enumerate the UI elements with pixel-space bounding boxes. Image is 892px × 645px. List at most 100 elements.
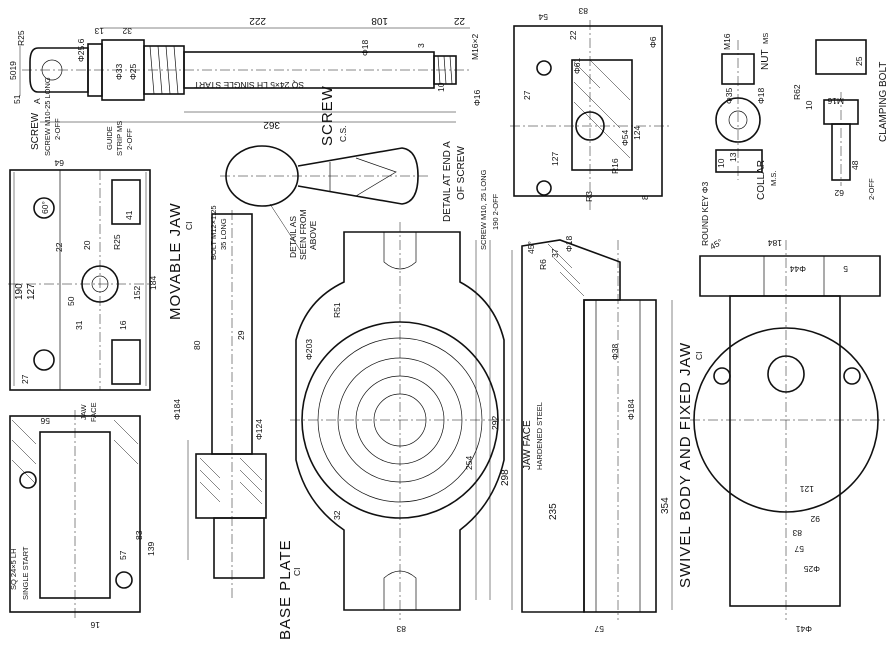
dim-25-swivel: Φ25 xyxy=(803,564,820,574)
label-jaw-face-left: JAW xyxy=(79,404,88,420)
dim-10: 10 xyxy=(436,82,446,92)
dim-r25-top: R25 xyxy=(16,30,26,46)
label-clamping-qty: 2-OFF xyxy=(867,178,876,200)
dim-32-base: 32 xyxy=(332,510,342,520)
label-jaw-face-left2: FACE xyxy=(89,402,98,422)
label-swivel-mat: CI xyxy=(694,352,704,361)
label-nut: NUT xyxy=(760,49,771,70)
dim-r62: R62 xyxy=(792,84,802,100)
fixed-jaw-top-view xyxy=(510,20,670,210)
dim-139: 139 xyxy=(146,542,156,556)
dim-10-bolt: 10 xyxy=(804,100,814,110)
dim-184-side: Φ184 xyxy=(626,399,636,420)
movable-jaw-section xyxy=(187,210,267,600)
dim-57-swivel: 57 xyxy=(794,544,804,554)
dim-m16-nut: M16 xyxy=(722,33,732,50)
label-detail-seen2: SEEN FROM xyxy=(298,209,308,260)
dim-48: 48 xyxy=(850,160,860,170)
label-jaw-face-mat: HARDENED STEEL xyxy=(535,402,544,470)
label-guide: GUIDE xyxy=(105,126,114,150)
main-screw-view xyxy=(19,27,470,123)
dim-124-top: 124 xyxy=(632,126,642,140)
dim-184-mj: 184 xyxy=(148,276,158,290)
dim-57-side: 57 xyxy=(594,624,604,634)
dim-27: 27 xyxy=(20,374,30,384)
dim-121: 121 xyxy=(800,484,814,494)
dim-25-nut: 25 xyxy=(854,56,864,66)
dim-108: 108 xyxy=(371,15,388,26)
label-collar-mat: M.S. xyxy=(769,171,778,186)
dim-203: Φ203 xyxy=(304,339,314,360)
dim-61: Φ61 xyxy=(572,57,582,74)
dim-44: Φ44 xyxy=(789,264,806,274)
label-screw-m10-left-qty: 2-OFF xyxy=(53,118,62,140)
dim-m16x2: M16×2 xyxy=(470,34,480,60)
dim-25-6: Φ25.6 xyxy=(76,38,86,62)
dim-35: Φ35 xyxy=(724,87,734,104)
label-detail-end2: OF SCREW xyxy=(456,146,467,200)
dim-5: 5 xyxy=(843,264,848,274)
dim-16: Φ16 xyxy=(472,89,482,106)
label-sq-left2: SINGLE START xyxy=(21,546,30,600)
label-nut-mat: MS xyxy=(761,33,770,44)
label-detail-seen3: ABOVE xyxy=(308,220,318,250)
dim-254: 254 xyxy=(464,456,474,470)
dim-127: 127 xyxy=(26,283,37,300)
movable-jaw-view xyxy=(8,169,151,391)
label-bolt-m12: BOLT M12×1.25 xyxy=(209,205,218,260)
dim-60deg: 60° xyxy=(40,201,50,214)
dim-83-left: 83 xyxy=(134,530,144,540)
dim-22-mj: 22 xyxy=(54,242,64,252)
label-screw-m10-left: SCREW M10-25 LONG xyxy=(43,77,52,156)
dim-16-bottom: 16 xyxy=(90,620,100,630)
dim-20: 20 xyxy=(82,240,92,250)
dim-25-screw: Φ25 xyxy=(128,63,138,80)
dim-354: 354 xyxy=(660,497,671,514)
label-detail-end: DETAIL AT END A xyxy=(442,141,453,222)
dim-16-mj: 16 xyxy=(118,320,128,330)
dim-190: 190 xyxy=(14,283,25,300)
label-sq-left: SQ 24×5 LH xyxy=(9,549,18,590)
label-screw-cs-mat: C.S. xyxy=(338,125,348,142)
dim-29: 29 xyxy=(236,330,246,340)
dim-r25-mj: R25 xyxy=(112,234,122,250)
label-collar: COLLAR xyxy=(756,160,767,200)
dim-64: 64 xyxy=(54,158,64,168)
dim-13: 13 xyxy=(94,26,104,36)
dim-6: Φ6 xyxy=(648,36,658,48)
label-guide-qty: 2-OFF xyxy=(125,128,134,150)
label-base-plate: BASE PLATE xyxy=(277,539,294,640)
dim-22-top: 22 xyxy=(568,30,578,40)
dim-r51: R51 xyxy=(332,302,342,318)
label-screw-left: SCREW xyxy=(30,112,41,150)
dim-50: 50 xyxy=(66,296,76,306)
label-base-plate-mat: CI xyxy=(292,568,302,577)
dim-92: 92 xyxy=(810,514,820,524)
dim-184-sec: Φ184 xyxy=(172,399,182,420)
dim-83-swivel: 83 xyxy=(792,528,802,538)
label-detail-seen: DETAIL AS xyxy=(288,216,298,258)
dim-298: 298 xyxy=(500,469,511,486)
dim-m16-bolt: M16 xyxy=(827,96,844,106)
left-bottom-view xyxy=(9,410,141,620)
label-guide2: STRIP MS xyxy=(115,121,124,156)
dim-37: 37 xyxy=(550,248,560,258)
dim-r16: R16 xyxy=(610,158,620,174)
swivel-body-view xyxy=(690,240,885,620)
screw-thread-spec: SQ 24×5 LH SINGLE START xyxy=(194,80,304,90)
dim-8: 8 xyxy=(640,195,650,200)
dim-41-swivel: Φ41 xyxy=(795,624,812,634)
dim-10-collar: 10 xyxy=(716,158,726,168)
dim-83-base: 83 xyxy=(396,624,406,634)
marker-a: A xyxy=(32,98,42,104)
label-clamping-bolt: CLAMPING BOLT xyxy=(878,62,889,142)
dim-18-screw: Φ18 xyxy=(360,39,370,56)
dim-5019: 5019 xyxy=(8,61,18,80)
label-movable-jaw: MOVABLE JAW xyxy=(167,202,184,320)
dim-124: Φ124 xyxy=(254,419,264,440)
dim-184-swivel: 184 xyxy=(768,238,782,248)
dim-152: 152 xyxy=(132,286,142,300)
dim-r6: R6 xyxy=(538,259,548,270)
